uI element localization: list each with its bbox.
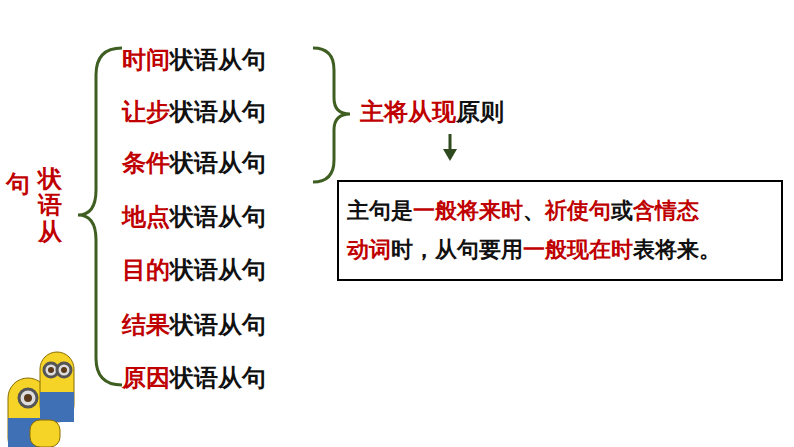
clause-type-row: 让步状语从句 [122, 98, 266, 127]
clause-type: 目的 [122, 256, 170, 284]
clause-type-row: 原因状语从句 [122, 364, 266, 393]
clause-type: 时间 [122, 46, 170, 74]
arrow-head [443, 149, 457, 161]
side-title-row: 句 [6, 170, 30, 199]
clause-type-row: 时间状语从句 [122, 46, 266, 75]
clause-type: 结果 [122, 311, 170, 339]
rule-text: 或 [611, 198, 633, 223]
rule-box: 主句是一般将来时、祈使句或含情态动词时，从句要用一般现在时表将来。 [337, 180, 783, 281]
clause-type-row: 地点状语从句 [122, 203, 266, 232]
rule-title-row: 主将从现原则 [360, 98, 504, 127]
clause-type: 状语从句 [170, 46, 266, 74]
rule-title: 原则 [456, 98, 504, 126]
clause-type: 让步 [122, 98, 170, 126]
side-title: 状语从 [38, 166, 62, 245]
clause-type: 原因 [122, 364, 170, 392]
rule-title: 主将从现 [360, 98, 456, 126]
minion-illustration [8, 352, 74, 447]
rule-text: 一般现在时 [523, 237, 633, 262]
clause-type: 状语从句 [170, 311, 266, 339]
side-title-row: 状语从 [38, 166, 62, 245]
rule-text: 时，从句要用 [391, 237, 523, 262]
rule-text: 一般将来时 [413, 198, 523, 223]
rule-text: 主句是 [347, 198, 413, 223]
side-title: 句 [6, 170, 30, 198]
clause-type-row: 条件状语从句 [122, 149, 266, 178]
arrow-line [449, 134, 452, 150]
curly-brace [78, 48, 122, 385]
rule-text: 动词 [347, 237, 391, 262]
clause-type: 状语从句 [170, 364, 266, 392]
rule-text: 祈使句 [545, 198, 611, 223]
clause-type: 状语从句 [170, 98, 266, 126]
rule-text: 、 [523, 198, 545, 223]
clause-type: 状语从句 [170, 149, 266, 177]
clause-type: 状语从句 [170, 256, 266, 284]
curly-brace [313, 48, 350, 182]
clause-type-row: 目的状语从句 [122, 256, 266, 285]
rule-text: 表将来。 [633, 237, 721, 262]
rule-text: 含情态 [633, 198, 699, 223]
clause-type: 地点 [122, 203, 170, 231]
clause-type: 条件 [122, 149, 170, 177]
clause-type: 状语从句 [170, 203, 266, 231]
clause-type-row: 结果状语从句 [122, 311, 266, 340]
